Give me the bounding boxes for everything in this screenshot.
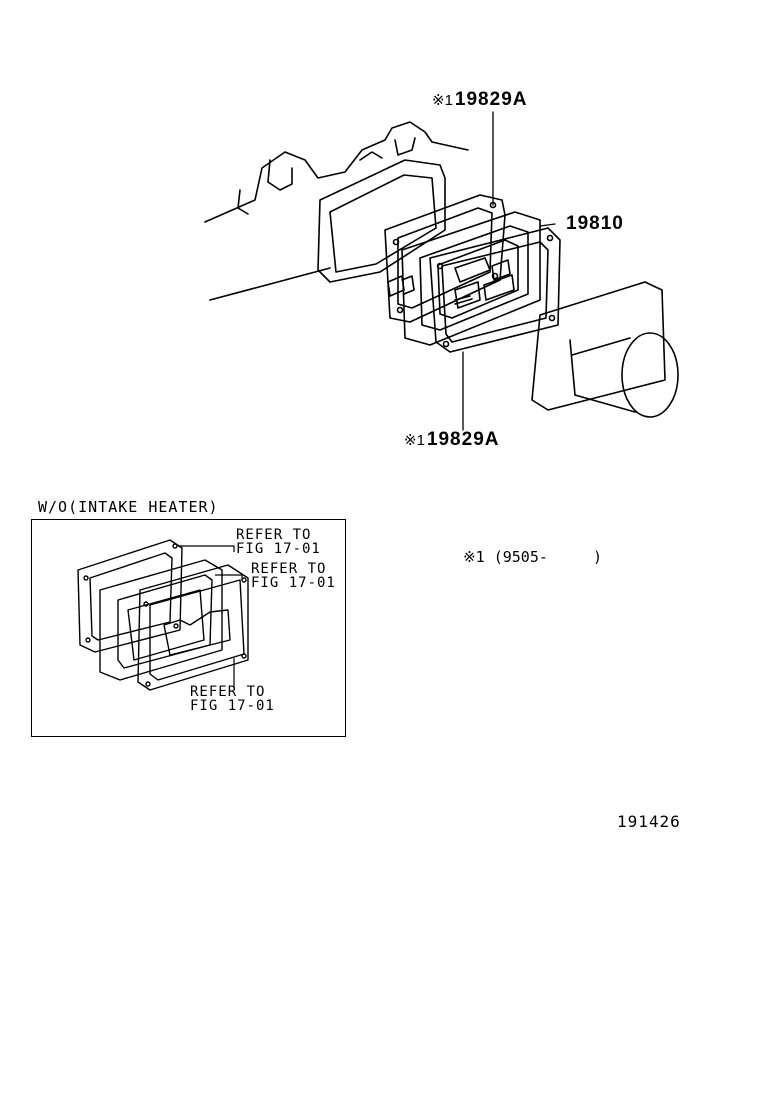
diagram-id: 191426 — [617, 812, 681, 831]
footnote: ※1 (9505- ) — [445, 530, 602, 566]
refer-line-2: FIG 17-01 — [190, 698, 275, 714]
refer-label-2: REFER TO FIG 17-01 — [251, 562, 336, 590]
part-number: 19810 — [566, 213, 624, 234]
refer-line-2: FIG 17-01 — [251, 575, 336, 591]
intake-heater — [387, 211, 541, 346]
callout-19810: 19810 — [566, 213, 624, 235]
refer-label-1: REFER TO FIG 17-01 — [236, 528, 321, 556]
note-mark: ※1 — [404, 432, 425, 449]
refer-label-3: REFER TO FIG 17-01 — [190, 685, 275, 713]
leader-lines — [462, 111, 556, 431]
inset-title: W/O(INTAKE HEATER) — [38, 498, 219, 516]
inset-frame — [31, 519, 346, 737]
air-inlet-connector — [531, 281, 679, 418]
intake-manifold — [204, 121, 469, 301]
refer-line-2: FIG 17-01 — [236, 541, 321, 557]
part-number: 19829A — [454, 89, 528, 110]
note-mark: ※1 — [463, 548, 485, 566]
part-number: 19829A — [426, 429, 500, 450]
lower-gasket — [429, 227, 561, 353]
note-mark: ※1 — [432, 92, 453, 109]
upper-gasket — [384, 194, 506, 323]
refer-line-1: REFER TO — [190, 684, 266, 700]
footnote-text: (9505- ) — [493, 548, 603, 566]
inset-drawing — [77, 539, 249, 691]
refer-line-1: REFER TO — [251, 561, 327, 577]
refer-line-1: REFER TO — [236, 527, 312, 543]
